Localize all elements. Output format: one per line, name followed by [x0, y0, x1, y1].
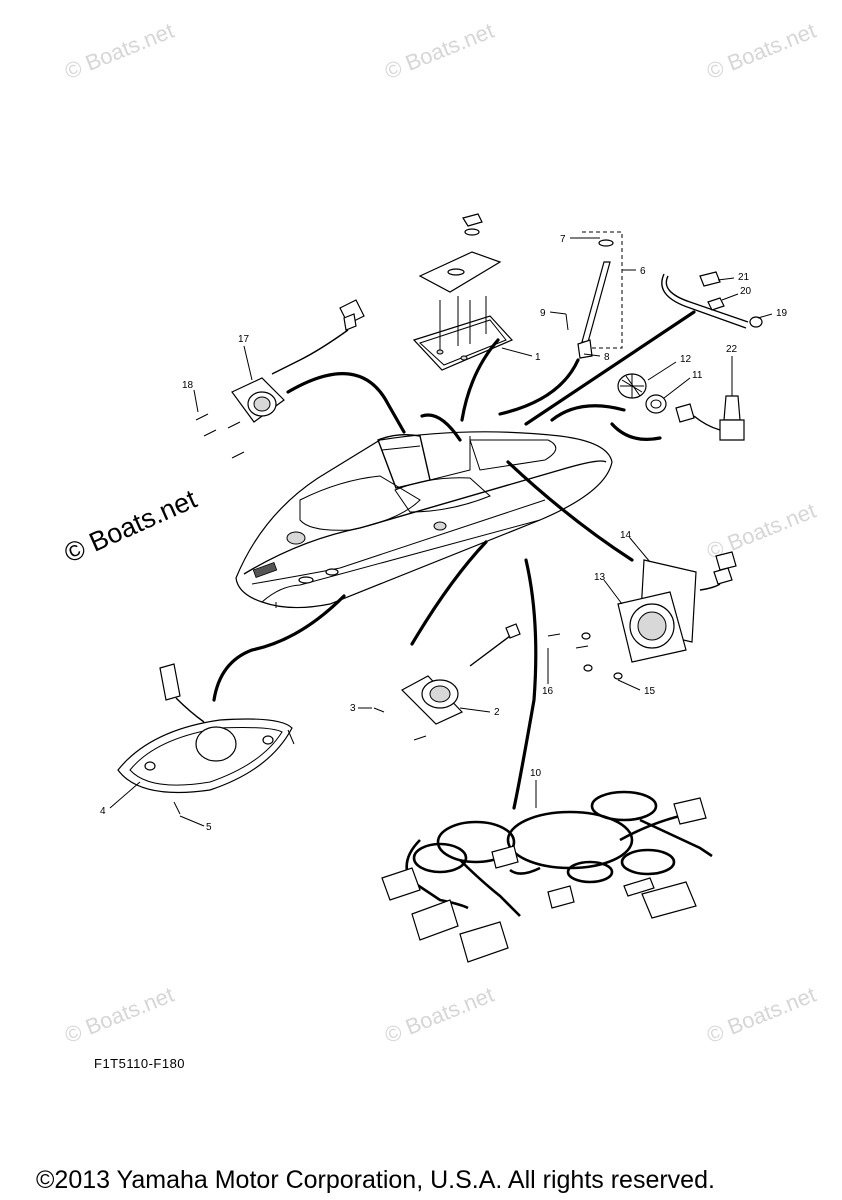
boat-illustration: [235, 431, 613, 609]
callout-11: 11: [692, 370, 703, 381]
callout-16: 16: [542, 686, 554, 697]
part-17-light: [195, 299, 365, 459]
part-10-wiring-harness: [381, 790, 713, 963]
diagram-code: F1T5110-F180: [94, 1056, 186, 1071]
callout-14: 14: [620, 530, 632, 541]
part-13-fan: [547, 551, 737, 680]
callout-labels: 1 2 3 4 5 6 7 8 9 10 11 12 13 14 15 16 1…: [100, 234, 788, 833]
leader-lines: [109, 237, 773, 827]
callout-19: 19: [776, 308, 788, 319]
callout-5: 5: [206, 822, 212, 833]
callout-6: 6: [640, 266, 646, 277]
copyright-notice: ©2013 Yamaha Motor Corporation, U.S.A. A…: [36, 1166, 715, 1194]
callout-9: 9: [540, 308, 546, 319]
callout-8: 8: [604, 352, 610, 363]
part-12-grille: [617, 373, 667, 414]
part-4-light: [117, 663, 295, 815]
part-2-light: [373, 623, 521, 741]
callout-12: 12: [680, 354, 692, 365]
callout-22: 22: [726, 344, 738, 355]
part-1-cover-assembly: [412, 213, 514, 371]
callout-7: 7: [560, 234, 566, 245]
part-22-sensor: [675, 356, 745, 441]
callout-21: 21: [738, 272, 750, 283]
part-19-hose: [661, 271, 763, 329]
callout-3: 3: [350, 703, 356, 714]
callout-4: 4: [100, 806, 106, 817]
callout-15: 15: [644, 686, 656, 697]
callout-1: 1: [535, 352, 541, 363]
callout-10: 10: [530, 768, 542, 779]
routing-lines: [212, 310, 696, 810]
callout-17: 17: [238, 334, 250, 345]
part-6-rod-assembly: [565, 231, 623, 359]
callout-20: 20: [740, 286, 752, 297]
callout-2: 2: [494, 707, 500, 718]
callout-13: 13: [594, 572, 606, 583]
callout-18: 18: [182, 380, 194, 391]
